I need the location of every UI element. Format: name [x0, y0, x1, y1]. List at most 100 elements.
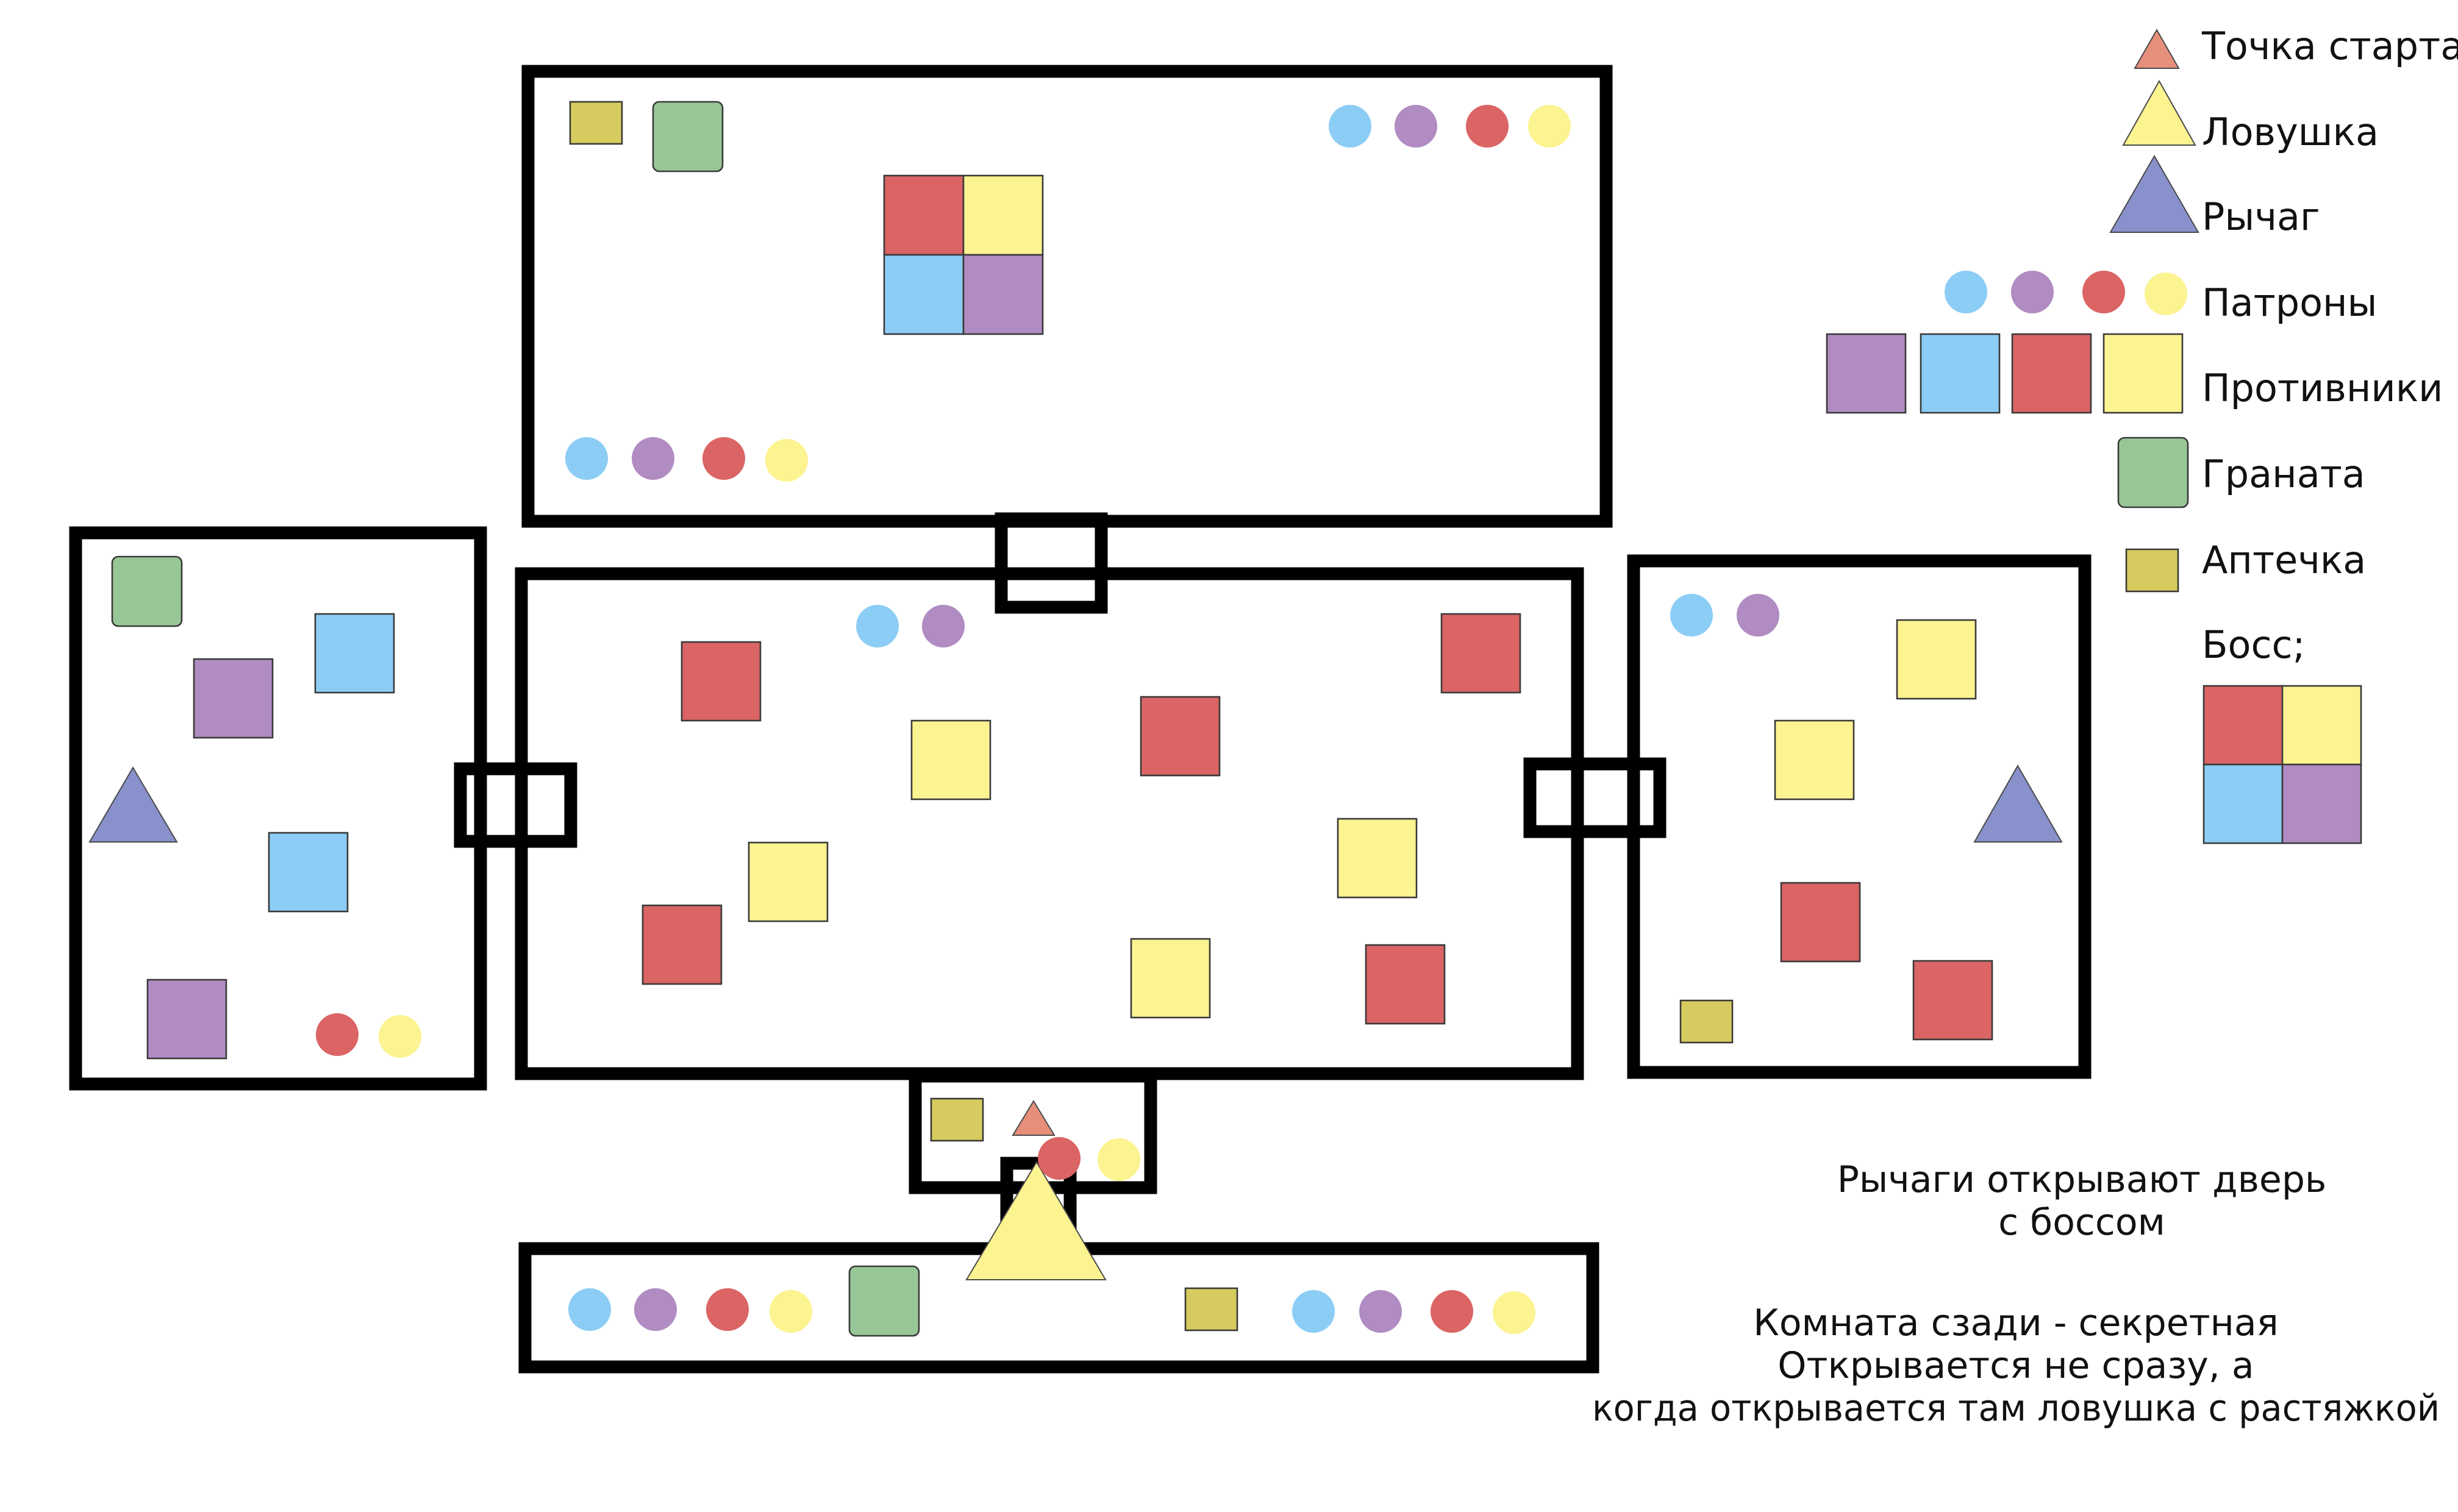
legend-trap-label: Ловушка	[2202, 110, 2379, 154]
ammo-blue	[1670, 594, 1713, 637]
enemy-yellow	[1774, 719, 1855, 801]
boss-blue-quadrant	[2203, 763, 2284, 844]
enemy-red	[641, 904, 723, 985]
top-room-items	[565, 101, 1571, 482]
enemy-red	[1365, 944, 1446, 1025]
medkit	[1679, 999, 1734, 1044]
lever-icon	[1973, 764, 2063, 843]
grenade	[848, 1265, 920, 1337]
secret-room-items	[568, 1265, 1535, 1337]
ammo-yellow	[1528, 105, 1571, 148]
ammo-red	[1466, 105, 1509, 148]
start-room-items	[930, 1097, 1140, 1181]
start-point-icon	[2134, 28, 2180, 69]
legend: Точка старта Ловушка Рычаг Патроны Проти…	[1826, 24, 2458, 844]
ammo-blue	[565, 437, 608, 480]
enemy-blue	[1920, 333, 2001, 414]
enemy-purple	[146, 979, 227, 1060]
enemy-purple	[1826, 333, 1907, 414]
legend-grenade-label: Граната	[2202, 452, 2365, 496]
enemy-red	[2011, 333, 2092, 414]
notes: Рычаги открывают дверь с боссом Комната …	[1592, 1158, 2440, 1430]
grenade	[2117, 437, 2189, 508]
enemy-yellow	[1130, 938, 1211, 1019]
right-room-items	[1670, 594, 2063, 1044]
ammo-red	[2082, 271, 2125, 313]
ammo-blue	[568, 1288, 611, 1331]
ammo-purple	[1395, 105, 1437, 148]
right-room	[1627, 554, 2092, 1079]
ammo-yellow	[765, 439, 808, 482]
ammo-red	[1431, 1290, 1473, 1333]
legend-ammo-label: Патроны	[2202, 280, 2378, 325]
enemy-purple	[193, 658, 274, 739]
ammo-red	[316, 1013, 359, 1056]
trap-icon	[2122, 79, 2196, 146]
legend-medkit-label: Аптечка	[2202, 538, 2366, 582]
note-levers-line1: Рычаги открывают дверь	[1837, 1158, 2327, 1201]
trap-icon	[965, 1161, 1107, 1280]
enemy-red	[1780, 882, 1861, 963]
ammo-purple	[634, 1288, 677, 1331]
enemy-yellow	[2103, 333, 2184, 414]
lever-icon	[2109, 154, 2199, 233]
enemy-yellow	[910, 719, 991, 801]
enemy-red	[1912, 960, 1993, 1041]
lever-icon	[88, 766, 178, 843]
boss-purple-quadrant	[2281, 763, 2362, 844]
enemy-red	[1440, 613, 1521, 694]
boss	[883, 174, 1044, 335]
boss	[2203, 685, 2362, 844]
ammo-blue	[1329, 105, 1371, 148]
door-central-right	[1523, 757, 1667, 838]
ammo-red	[706, 1288, 749, 1331]
enemy-yellow	[1896, 619, 1977, 700]
medkit	[930, 1097, 984, 1142]
legend-boss-label: Босс;	[2202, 622, 2306, 667]
boss-yellow-quadrant	[2281, 685, 2362, 766]
door-left-central	[454, 762, 577, 848]
enemy-red	[1140, 696, 1221, 777]
note-secret-line3: когда открывается там ловушка с растяжко…	[1592, 1387, 2440, 1430]
ammo-purple	[2011, 271, 2054, 313]
ammo-yellow	[379, 1015, 421, 1058]
note-secret-line1: Комната сзади - секретная	[1753, 1302, 2278, 1344]
enemy-yellow	[1337, 818, 1418, 899]
enemy-red	[681, 641, 762, 722]
note-levers-line2: с боссом	[1998, 1201, 2165, 1244]
boss-purple-quadrant	[962, 254, 1044, 335]
medkit	[2125, 548, 2179, 593]
boss-red-quadrant	[2203, 685, 2284, 766]
legend-lever-label: Рычаг	[2202, 194, 2320, 239]
boss-red-quadrant	[883, 174, 965, 256]
boss-blue-quadrant	[883, 254, 965, 335]
start-point-icon	[1012, 1100, 1056, 1136]
ammo-purple	[922, 605, 965, 647]
grenade	[111, 555, 183, 627]
legend-start-label: Точка старта	[2201, 24, 2458, 68]
ammo-purple	[1737, 594, 1779, 637]
central-room-items	[641, 605, 1521, 1025]
enemy-blue	[314, 613, 395, 694]
ammo-yellow	[2145, 273, 2187, 315]
medkit	[569, 101, 623, 145]
ammo-blue	[856, 605, 899, 647]
boss-yellow-quadrant	[962, 174, 1044, 256]
legend-enemies-label: Противники	[2202, 366, 2443, 410]
left-room	[69, 526, 487, 1091]
enemy-yellow	[748, 841, 829, 922]
door-top-central	[995, 512, 1108, 614]
ammo-blue	[1292, 1290, 1335, 1333]
ammo-yellow	[770, 1290, 812, 1333]
medkit	[1184, 1287, 1238, 1332]
enemy-blue	[268, 832, 349, 913]
ammo-red	[1038, 1137, 1081, 1180]
note-secret-line2: Открывается не сразу, а	[1777, 1344, 2254, 1387]
ammo-blue	[1945, 271, 1987, 313]
grenade	[652, 101, 724, 173]
ammo-yellow	[1098, 1138, 1140, 1181]
ammo-purple	[632, 437, 674, 480]
left-room-items	[88, 555, 421, 1060]
ammo-red	[702, 437, 745, 480]
